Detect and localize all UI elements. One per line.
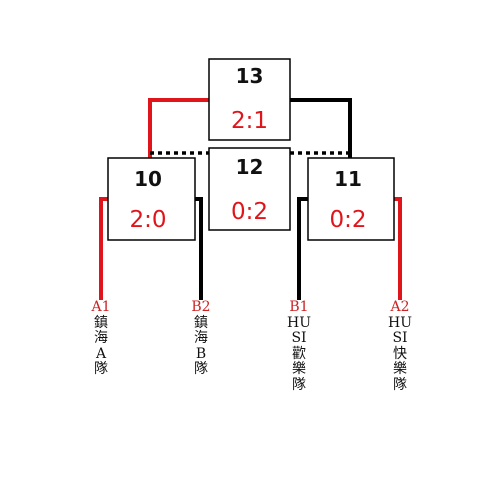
match-score: 0:2	[231, 199, 268, 225]
line-b1-to-match11	[297, 197, 308, 300]
team-seed: A1	[91, 299, 111, 315]
line-a2-to-match11	[394, 197, 402, 300]
match-box-13: 13 2:1	[208, 58, 291, 141]
match-number: 10	[134, 167, 162, 191]
team-label-b2: B2 鎮海B隊	[189, 299, 213, 378]
line-b2-to-match10	[195, 197, 203, 300]
team-seed: B2	[191, 299, 211, 315]
match-box-12: 12 0:2	[208, 147, 291, 231]
line-a1-to-match10	[99, 197, 108, 300]
match-box-10: 10 2:0	[107, 157, 196, 241]
match-number: 11	[334, 167, 362, 191]
team-label-a1: A1 鎮海A隊	[89, 299, 113, 378]
team-name: HUSI快樂隊	[388, 314, 413, 393]
team-name: 鎮海B隊	[194, 314, 208, 377]
line-match10-to-match13	[148, 98, 209, 158]
team-name: HUSI 歡樂隊	[287, 314, 312, 393]
team-seed: B1	[289, 299, 309, 315]
line-match11-to-match13	[290, 98, 352, 158]
team-label-a2: A2 HUSI快樂隊	[388, 299, 413, 393]
team-label-b1: B1 HUSI 歡樂隊	[287, 299, 312, 393]
match-score: 2:1	[231, 108, 268, 134]
match-box-11: 11 0:2	[307, 157, 395, 241]
match-number: 13	[236, 64, 264, 88]
team-name: 鎮海A隊	[94, 314, 108, 377]
match-score: 2:0	[129, 207, 166, 233]
team-seed: A2	[390, 299, 410, 315]
match-score: 0:2	[329, 207, 366, 233]
match-number: 12	[236, 155, 264, 179]
